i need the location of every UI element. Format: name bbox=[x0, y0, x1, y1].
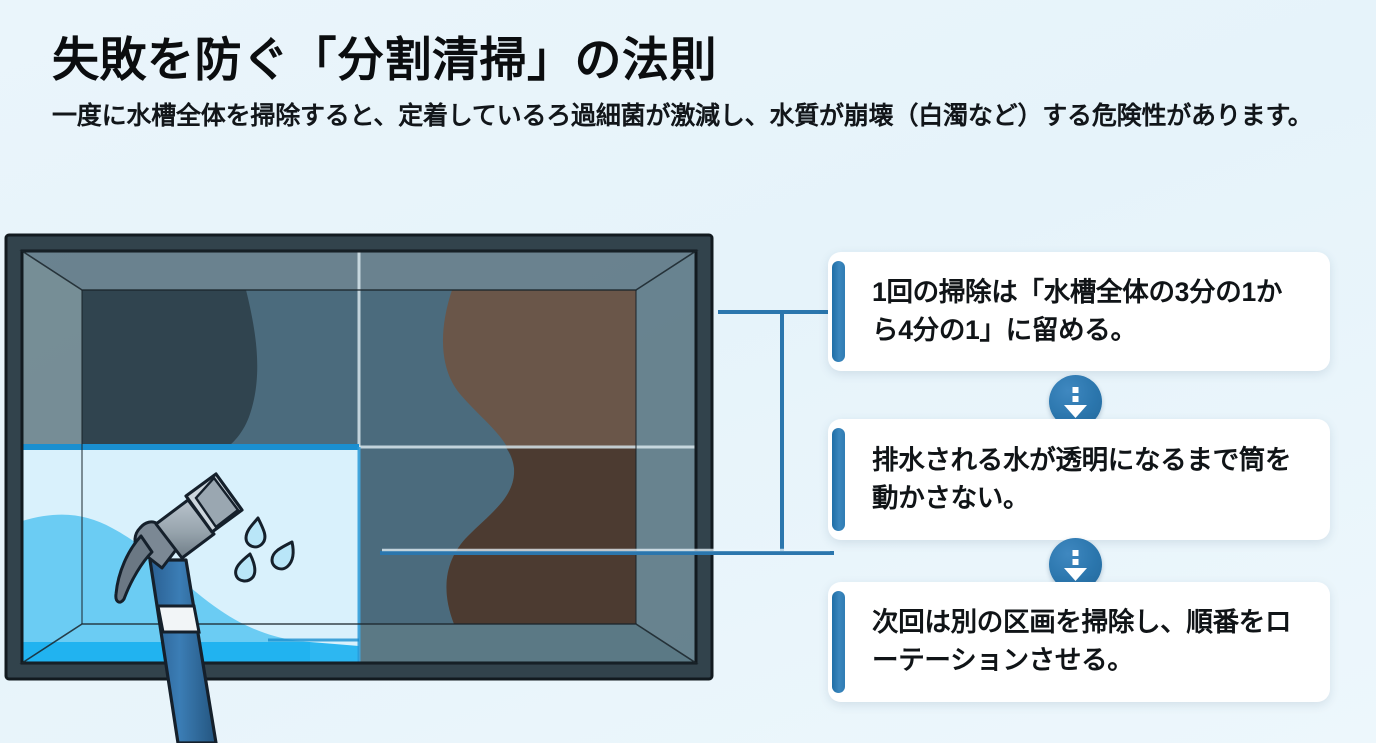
arrow-head bbox=[1064, 405, 1087, 418]
card-accent-bar bbox=[832, 428, 845, 531]
arrow-dash-top bbox=[1072, 387, 1079, 393]
tank-bevel-right bbox=[636, 251, 696, 663]
arrow-head bbox=[1064, 568, 1087, 581]
page-subtitle: 一度に水槽全体を掃除すると、定着しているろ過細菌が激減し、水質が崩壊（白濁など）… bbox=[52, 101, 1313, 130]
page-title: 失敗を防ぐ「分割清掃」の法則 bbox=[52, 33, 717, 86]
arrow-dash-mid bbox=[1072, 559, 1079, 565]
algae-patch-right-lower bbox=[446, 446, 636, 624]
hose-band bbox=[156, 604, 201, 634]
nozzle-trigger bbox=[114, 534, 154, 604]
dirt-patch-upper-left bbox=[82, 290, 258, 469]
aquarium-illustration bbox=[0, 228, 830, 743]
arrow-dash-mid bbox=[1072, 396, 1079, 402]
cleaned-quadrant-bottom-left bbox=[22, 444, 361, 663]
rule-card-drain-clear-text: 排水される水が透明になるまで筒を動かさない。 bbox=[872, 444, 1292, 513]
droplet-3 bbox=[234, 552, 257, 583]
rule-card-portion[interactable]: 1回の掃除は「水槽全体の3分の1から4分の1」に留める。 bbox=[828, 252, 1330, 371]
rule-card-rotate-zones-text: 次回は別の区画を掃除し、順番をローテーションさせる。 bbox=[872, 607, 1292, 675]
card-accent-bar bbox=[832, 591, 845, 693]
rule-card-rotate-zones[interactable]: 次回は別の区画を掃除し、順番をローテーションさせる。 bbox=[828, 582, 1330, 702]
rule-card-drain-clear[interactable]: 排水される水が透明になるまで筒を動かさない。 bbox=[828, 419, 1330, 540]
water-droplets bbox=[234, 516, 295, 583]
droplet-1 bbox=[244, 516, 267, 549]
nozzle-barrel bbox=[154, 498, 216, 560]
card-accent-bar bbox=[832, 261, 845, 362]
header: 失敗を防ぐ「分割清掃」の法則 一度に水槽全体を掃除すると、定着しているろ過細菌が… bbox=[52, 33, 1342, 133]
hose-nozzle bbox=[114, 472, 244, 743]
arrow-dash-top bbox=[1072, 550, 1079, 556]
nozzle-head-face bbox=[194, 476, 240, 529]
rule-card-portion-text: 1回の掃除は「水槽全体の3分の1から4分の1」に留める。 bbox=[872, 276, 1283, 345]
droplet-2 bbox=[270, 540, 295, 571]
